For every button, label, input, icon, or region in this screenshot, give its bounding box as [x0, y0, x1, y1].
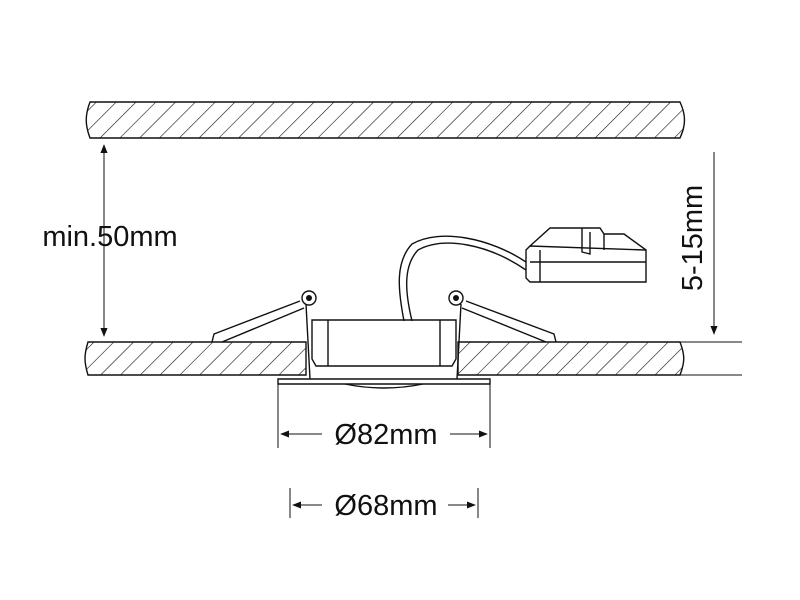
outer-diameter-label: Ø82mm	[334, 419, 437, 451]
clearance-label: min.50mm	[42, 221, 177, 253]
false-ceiling-left	[84, 341, 307, 376]
cutout-diameter-label: Ø68mm	[334, 490, 437, 522]
false-ceiling-right	[457, 341, 685, 376]
thickness-label: 5-15mm	[677, 185, 709, 291]
spring-clip-left	[211, 290, 317, 343]
upper-ceiling-slab	[85, 101, 686, 139]
spring-clip-right	[448, 290, 557, 343]
terminal-block	[525, 227, 647, 283]
power-cable	[398, 235, 527, 322]
